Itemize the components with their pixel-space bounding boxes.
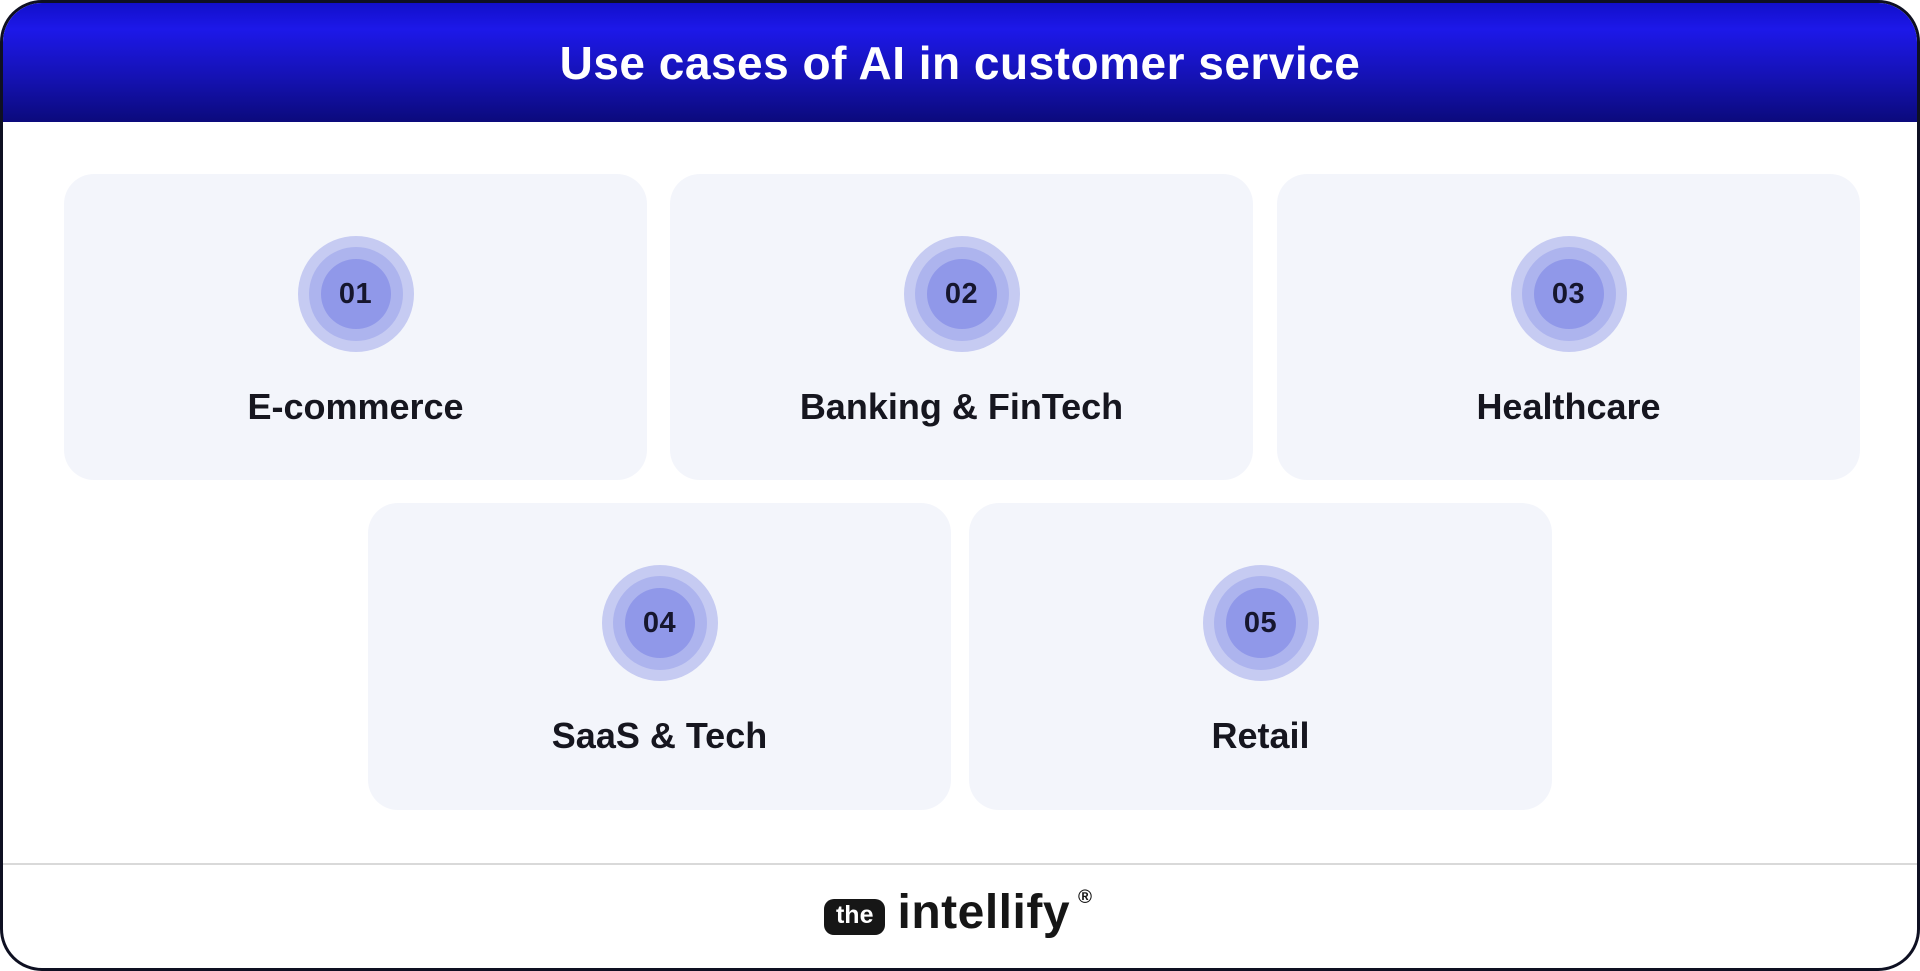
card-number: 03: [1551, 277, 1586, 310]
card-number: 05: [1243, 606, 1278, 639]
registered-trademark-icon: ®: [1078, 886, 1093, 908]
card-label: Healthcare: [1476, 386, 1661, 427]
logo-wordmark: intellify: [897, 885, 1071, 939]
card-label: Retail: [1211, 715, 1310, 756]
number-badge-icon: 01: [297, 236, 414, 352]
number-badge-icon: 02: [903, 236, 1020, 352]
card-banking-fintech: 02 Banking & FinTech: [670, 174, 1253, 480]
footer-divider: [3, 863, 1917, 865]
number-badge-icon: 05: [1202, 565, 1319, 681]
page-title: Use cases of AI in customer service: [559, 36, 1361, 89]
number-badge-icon: 03: [1510, 236, 1627, 352]
card-number: 04: [642, 606, 677, 639]
logo-the-badge: the: [823, 898, 886, 935]
card-label: E-commerce: [247, 386, 464, 427]
header-banner: Use cases of AI in customer service: [3, 3, 1917, 122]
card-saas-tech: 04 SaaS & Tech: [368, 503, 951, 810]
card-label: SaaS & Tech: [551, 715, 768, 756]
card-ecommerce: 01 E-commerce: [64, 174, 647, 480]
number-badge-icon: 04: [601, 565, 718, 681]
card-number: 01: [338, 277, 373, 310]
card-number: 02: [944, 277, 979, 310]
card-label: Banking & FinTech: [799, 386, 1124, 427]
footer: the intellify ®: [3, 865, 1917, 968]
the-intellify-logo: the intellify ®: [823, 887, 1096, 941]
card-retail: 05 Retail: [969, 503, 1552, 810]
card-healthcare: 03 Healthcare: [1277, 174, 1860, 480]
